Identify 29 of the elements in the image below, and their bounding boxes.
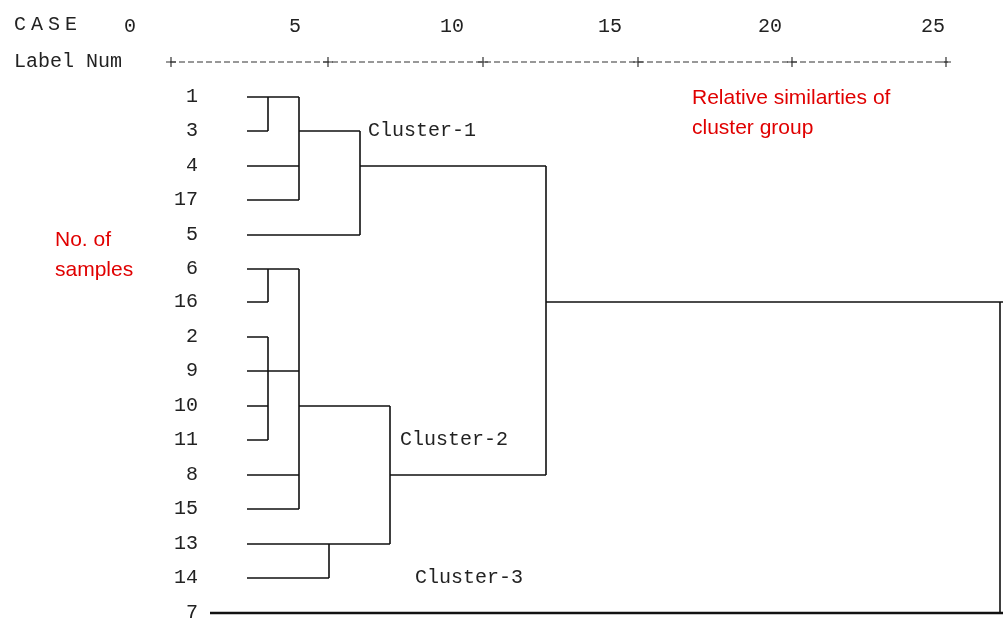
leaf-label: 9 — [186, 360, 198, 382]
leaf-label: 15 — [174, 498, 198, 520]
leaf-label: 8 — [186, 464, 198, 486]
cluster-label: Cluster-1 — [368, 120, 477, 142]
leaf-label: 3 — [186, 120, 198, 142]
leaf-label: 14 — [174, 567, 198, 589]
leaf-label: 13 — [174, 533, 198, 555]
tick-label: 25 — [921, 16, 945, 38]
leaf-label: 4 — [186, 155, 198, 177]
leaf-label: 7 — [186, 602, 198, 624]
annotation: No. of samples — [55, 226, 135, 282]
tick-label: 10 — [440, 16, 464, 38]
leaf-label: 17 — [174, 189, 198, 211]
cluster-label: Cluster-2 — [400, 429, 509, 451]
leaf-label: 11 — [174, 429, 198, 451]
tick-label: 0 — [124, 16, 136, 38]
leaf-label: 10 — [174, 395, 198, 417]
leaf-label: 5 — [186, 224, 198, 246]
axis-title: Label Num — [14, 51, 123, 73]
leaf-label: 16 — [174, 291, 198, 313]
leaf-label: 6 — [186, 258, 198, 280]
tick-label: 15 — [598, 16, 622, 38]
axis-title: CASE — [14, 14, 82, 36]
cluster-label: Cluster-3 — [415, 567, 524, 589]
leaf-label: 1 — [186, 86, 198, 108]
tick-label: 5 — [289, 16, 301, 38]
leaf-label: 2 — [186, 326, 198, 348]
tick-label: 20 — [758, 16, 782, 38]
annotation: Relative similarties of cluster group — [692, 84, 892, 140]
